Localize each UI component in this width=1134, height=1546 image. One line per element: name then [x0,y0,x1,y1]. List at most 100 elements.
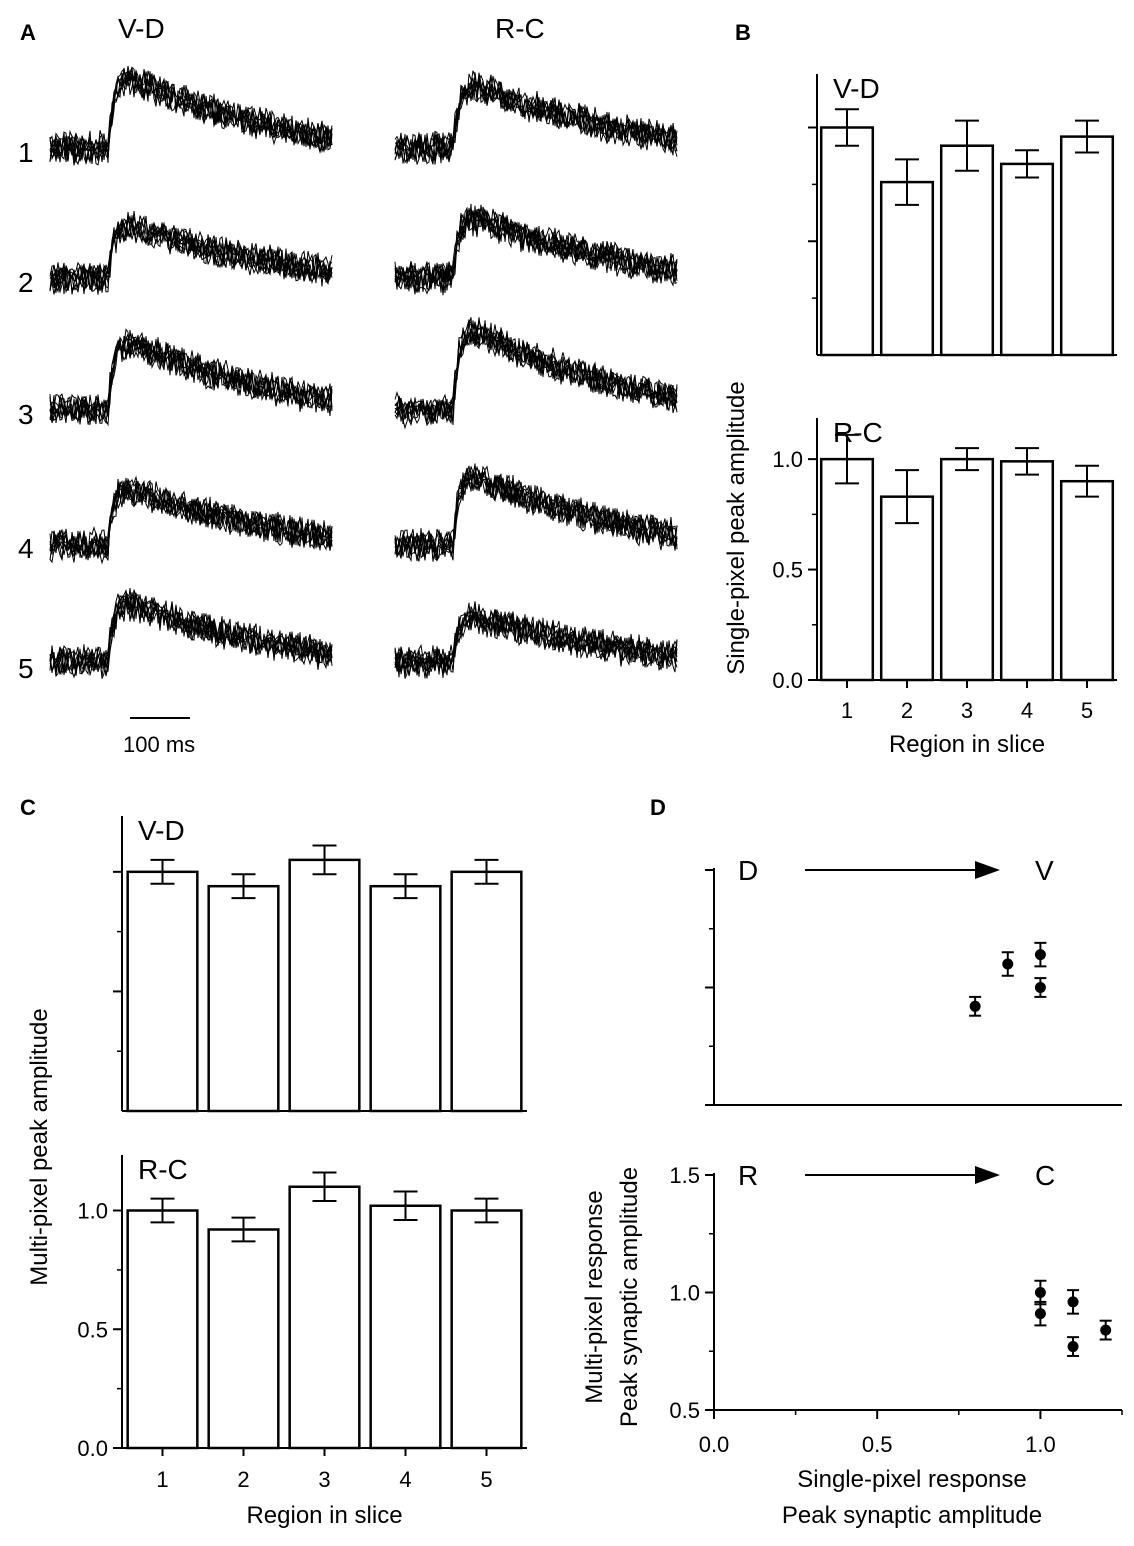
voltage-traces [49,65,678,679]
trace-line [49,66,333,165]
trace-line [394,318,678,423]
trace-line [394,465,678,559]
y-tick-label: 1.0 [669,1281,700,1306]
trace-line [394,328,678,421]
y-tick-label: 0.5 [772,558,803,583]
direction-from-label: R [738,1160,758,1191]
y-tick-label: 1.0 [772,447,803,472]
bar [369,1204,442,1450]
bar [1059,135,1115,357]
y-axis-label: Single-pixel peak amplitude [723,381,750,675]
x-tick-label: 0.5 [862,1432,893,1457]
x-axis-label-line2: Peak synaptic amplitude [782,1502,1042,1529]
x-tick-label: 3 [961,698,973,723]
y-tick-label: 0.0 [772,668,803,693]
x-axis-label: Region in slice [889,731,1045,758]
trace-line [49,211,333,294]
x-tick-label: 5 [480,1467,492,1492]
x-tick-label: 0.0 [699,1432,730,1457]
trace-line [49,71,333,166]
trace-line [49,594,333,679]
y-tick-label: 1.5 [669,1163,700,1188]
bar [450,870,523,1113]
x-axis-label-line1: Single-pixel response [797,1466,1026,1493]
direction-from-label: D [738,855,758,886]
scale-bar-label: 100 ms [123,732,195,757]
x-tick-label: 4 [399,1467,411,1492]
y-tick-label: 0.5 [77,1317,108,1342]
direction-arrow-head [975,861,1000,879]
bar [999,460,1055,682]
panel-letter-a: A [20,20,36,45]
bar [819,126,875,357]
row-label-4: 4 [18,533,34,564]
trace-line [49,211,333,294]
subplot-title: V-D [833,73,880,104]
panel-letter-d: D [650,795,666,820]
row-label-2: 2 [18,267,34,298]
y-axis-label: Multi-pixel peak amplitude [26,1008,53,1285]
col-title-vd: V-D [118,13,165,44]
trace-line [49,339,333,420]
bar [939,144,995,357]
direction-arrow-head [975,1166,1000,1184]
data-point [969,1000,981,1012]
data-point [1034,1287,1046,1298]
data-point [1067,1341,1079,1353]
subplot-title: V-D [138,815,185,846]
row-label-1: 1 [18,137,34,168]
trace-line [49,592,333,679]
panel-a-traces: V-D R-C 1 2 3 4 5 100 ms [18,13,678,757]
bar [819,457,875,682]
x-tick-label: 5 [1081,698,1093,723]
trace-line [394,320,678,430]
bar [288,858,361,1113]
trace-line [49,333,333,427]
x-tick-label: 1 [841,698,853,723]
bar [879,180,935,357]
bar [288,1185,361,1450]
bar [450,1209,523,1450]
bar [207,884,280,1113]
bar [126,1209,199,1450]
bar [207,1228,280,1450]
data-point [1034,949,1046,961]
row-label-3: 3 [18,399,34,430]
trace-line [49,70,333,166]
x-axis-label: Region in slice [246,1502,402,1529]
y-tick-label: 0.5 [669,1398,700,1423]
y-axis-label-line2: Peak synaptic amplitude [616,1167,643,1427]
x-tick-label: 1.0 [1025,1432,1056,1457]
trace-line [49,216,333,295]
trace-line [394,208,678,290]
x-tick-label: 2 [901,698,913,723]
direction-to-label: C [1035,1160,1055,1191]
bar [1059,479,1115,682]
trace-line [394,466,678,556]
trace-line [394,209,678,293]
trace-line [394,603,678,676]
x-tick-label: 1 [156,1467,168,1492]
bar [369,884,442,1113]
trace-line [394,606,678,679]
trace-line [394,207,678,292]
trace-line [49,592,333,678]
data-point [1067,1296,1079,1308]
x-tick-label: 3 [318,1467,330,1492]
trace-line [49,68,333,164]
bar [999,162,1055,357]
subplot-title: R-C [138,1154,188,1185]
data-point [1034,982,1046,993]
data-point [1034,1308,1046,1320]
bar [126,870,199,1113]
trace-line [49,330,333,425]
direction-to-label: V [1035,855,1054,886]
panel-letter-c: C [20,795,36,820]
row-label-5: 5 [18,653,34,684]
trace-line [394,74,678,162]
x-tick-label: 2 [237,1467,249,1492]
data-point [1100,1324,1112,1336]
